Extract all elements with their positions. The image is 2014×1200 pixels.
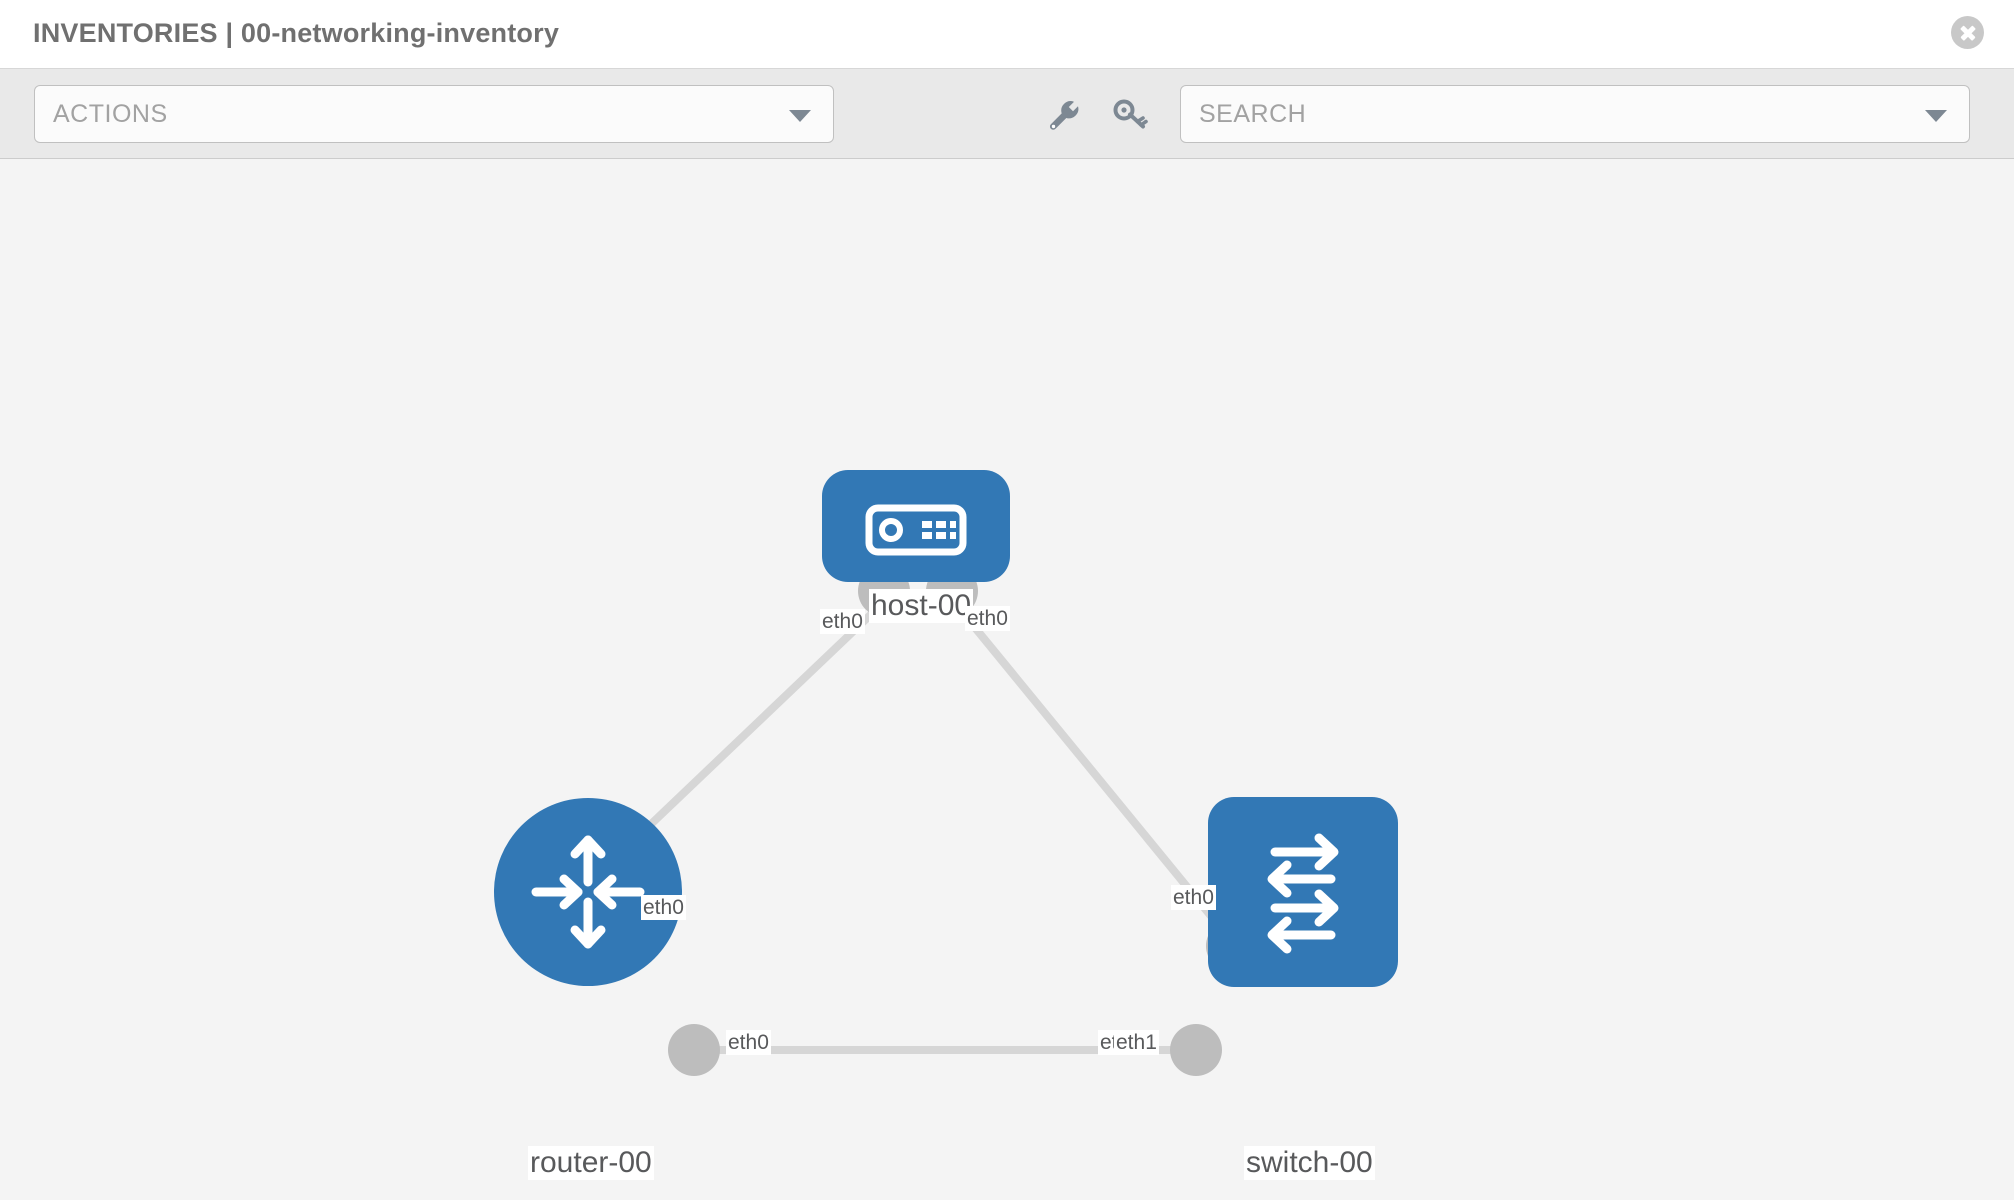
node-switch-00 xyxy=(1208,797,1398,987)
key-icon[interactable] xyxy=(1110,95,1150,135)
wrench-icon[interactable] xyxy=(1043,95,1083,135)
close-icon[interactable] xyxy=(1951,16,1984,49)
page-title: INVENTORIES | 00-networking-inventory xyxy=(33,18,560,48)
interface-label-host-00-eth0-right: eth0 xyxy=(965,606,1010,631)
interface-label-router-00-eth0-up: eth0 xyxy=(641,895,686,920)
node-label-host-00: host-00 xyxy=(869,589,974,623)
topology-canvas[interactable]: host-00 router-00 switch-00 eth0 eth0 et… xyxy=(0,159,2014,1200)
search-input[interactable]: SEARCH xyxy=(1180,85,1970,143)
search-placeholder: SEARCH xyxy=(1199,100,1307,128)
actions-dropdown[interactable]: ACTIONS xyxy=(34,85,834,143)
topology-graph xyxy=(494,470,1398,1076)
interface-label-router-00-eth0: eth0 xyxy=(726,1030,771,1055)
chevron-down-icon[interactable] xyxy=(1925,110,1947,122)
node-label-switch-00: switch-00 xyxy=(1244,1146,1375,1180)
interface-label-switch-00-eth1: eth1 xyxy=(1114,1030,1159,1055)
actions-dropdown-label: ACTIONS xyxy=(53,100,168,128)
toolbar: ACTIONS SEARCH xyxy=(0,69,2014,159)
link-host00-router00 xyxy=(645,599,887,830)
node-host-00 xyxy=(822,470,1010,582)
chevron-down-icon xyxy=(789,110,811,122)
topology-links xyxy=(645,599,1237,1054)
interface-endpoint xyxy=(668,1024,720,1076)
page-header: INVENTORIES | 00-networking-inventory xyxy=(0,0,2014,69)
interface-endpoints xyxy=(668,565,1258,1076)
node-router-00 xyxy=(494,798,682,986)
interface-label-switch-00-eth0: eth0 xyxy=(1171,885,1216,910)
interface-endpoint xyxy=(1170,1024,1222,1076)
node-label-router-00: router-00 xyxy=(528,1146,654,1180)
interface-label-host-00-eth0-left: eth0 xyxy=(820,609,865,634)
